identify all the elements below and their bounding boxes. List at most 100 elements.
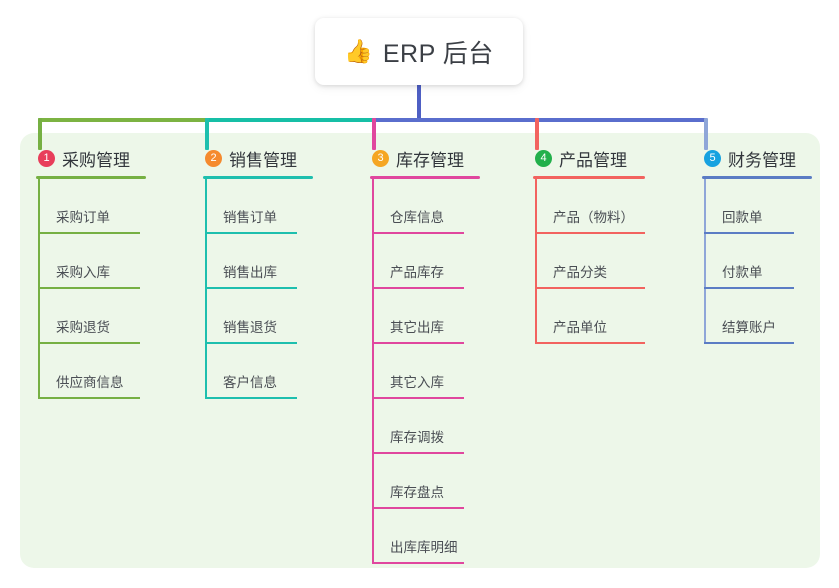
leaf-node[interactable]: 销售出库 [205,234,313,289]
leaf-node-underline [372,507,464,509]
leaf-node[interactable]: 产品单位 [535,289,645,344]
branch-number-badge: 3 [372,149,389,167]
leaf-node[interactable]: 采购订单 [38,179,146,234]
leaf-node-underline [535,287,645,289]
root-node-card[interactable]: 👍 ERP 后台 [315,18,523,85]
leaf-node[interactable]: 出库库明细 [372,509,480,564]
leaf-node-underline [38,232,140,234]
branch-drop-4 [535,118,539,150]
branch-number-badge: 2 [205,149,222,167]
branch-spine [38,179,40,399]
branch-children: 产品（物料） 产品分类产品单位 [535,179,645,344]
leaf-node[interactable]: 结算账户 [704,289,812,344]
branch-underline [533,176,645,179]
branch-header[interactable]: 5 财务管理 [702,145,812,171]
branch-header[interactable]: 1 采购管理 [36,145,146,171]
bus-segment-indigo [372,118,706,122]
leaf-node[interactable]: 其它出库 [372,289,480,344]
leaf-node-label: 库存调拨 [390,430,444,445]
thumbs-up-icon: 👍 [344,38,373,64]
leaf-node-label: 采购入库 [56,265,110,280]
trunk-connector [417,84,421,122]
leaf-node[interactable]: 付款单 [704,234,812,289]
branch-children: 仓库信息产品库存其它出库其它入库库存调拨库存盘点出库库明细 [372,179,480,564]
leaf-node[interactable]: 销售退货 [205,289,313,344]
leaf-node[interactable]: 其它入库 [372,344,480,399]
branch-title: 财务管理 [728,150,796,170]
leaf-node[interactable]: 产品（物料） [535,179,645,234]
leaf-node-label: 结算账户 [722,320,776,335]
leaf-node-label: 客户信息 [223,375,277,390]
leaf-node-label: 出库库明细 [390,540,458,555]
leaf-node-underline [205,342,297,344]
leaf-node-underline [535,342,645,344]
leaf-node-underline [38,397,140,399]
leaf-node-label: 产品分类 [553,265,607,280]
branch-spine [535,179,537,344]
branch-column: 3 库存管理仓库信息产品库存其它出库其它入库库存调拨库存盘点出库库明细 [370,145,480,564]
leaf-node-underline [372,452,464,454]
leaf-node-label: 采购订单 [56,210,110,225]
branch-children: 采购订单采购入库采购退货供应商信息 [38,179,146,399]
leaf-node-label: 采购退货 [56,320,110,335]
branch-underline [203,176,313,179]
branch-column: 5 财务管理回款单付款单结算账户 [702,145,812,344]
branch-drop-5 [704,118,708,150]
branch-title: 销售管理 [229,150,297,170]
bus-segment-green [38,118,207,122]
diagram-panel-background [20,133,820,568]
leaf-node-underline [38,342,140,344]
branch-title: 库存管理 [396,150,464,170]
branch-header[interactable]: 3 库存管理 [370,145,480,171]
leaf-node-underline [372,232,464,234]
branch-underline [370,176,480,179]
branch-spine [372,179,374,564]
leaf-node[interactable]: 仓库信息 [372,179,480,234]
leaf-node-underline [205,232,297,234]
leaf-node[interactable]: 产品库存 [372,234,480,289]
leaf-node[interactable]: 回款单 [704,179,812,234]
leaf-node-underline [372,342,464,344]
root-node-title: ERP 后台 [382,39,494,68]
leaf-node[interactable]: 供应商信息 [38,344,146,399]
branch-spine [704,179,706,344]
leaf-node-label: 销售出库 [223,265,277,280]
leaf-node-underline [704,342,794,344]
leaf-node-underline [205,287,297,289]
leaf-node-label: 产品库存 [390,265,444,280]
leaf-node-underline [205,397,297,399]
leaf-node[interactable]: 库存盘点 [372,454,480,509]
leaf-node[interactable]: 产品分类 [535,234,645,289]
leaf-node-underline [704,232,794,234]
leaf-node[interactable]: 采购退货 [38,289,146,344]
leaf-node[interactable]: 采购入库 [38,234,146,289]
leaf-node-underline [372,287,464,289]
leaf-node-label: 其它出库 [390,320,444,335]
leaf-node-label: 付款单 [722,265,763,280]
branch-number-badge: 5 [704,149,721,167]
leaf-node-underline [372,562,464,564]
branch-column: 2 销售管理销售订单销售出库销售退货客户信息 [203,145,313,399]
leaf-node[interactable]: 库存调拨 [372,399,480,454]
leaf-node-label: 产品单位 [553,320,607,335]
branch-column: 1 采购管理采购订单采购入库采购退货供应商信息 [36,145,146,399]
branch-title: 采购管理 [62,150,130,170]
branch-spine [205,179,207,399]
branch-children: 销售订单销售出库销售退货客户信息 [205,179,313,399]
branch-underline [702,176,812,179]
leaf-node[interactable]: 销售订单 [205,179,313,234]
branch-drop-2 [205,118,209,150]
bus-segment-teal [205,118,374,122]
leaf-node[interactable]: 客户信息 [205,344,313,399]
branch-underline [36,176,146,179]
leaf-node-underline [535,232,645,234]
branch-header[interactable]: 2 销售管理 [203,145,313,171]
branch-number-badge: 1 [38,149,55,167]
leaf-node-underline [704,287,794,289]
leaf-node-underline [372,397,464,399]
branch-drop-3 [372,118,376,150]
leaf-node-label: 库存盘点 [390,485,444,500]
leaf-node-label: 仓库信息 [390,210,444,225]
